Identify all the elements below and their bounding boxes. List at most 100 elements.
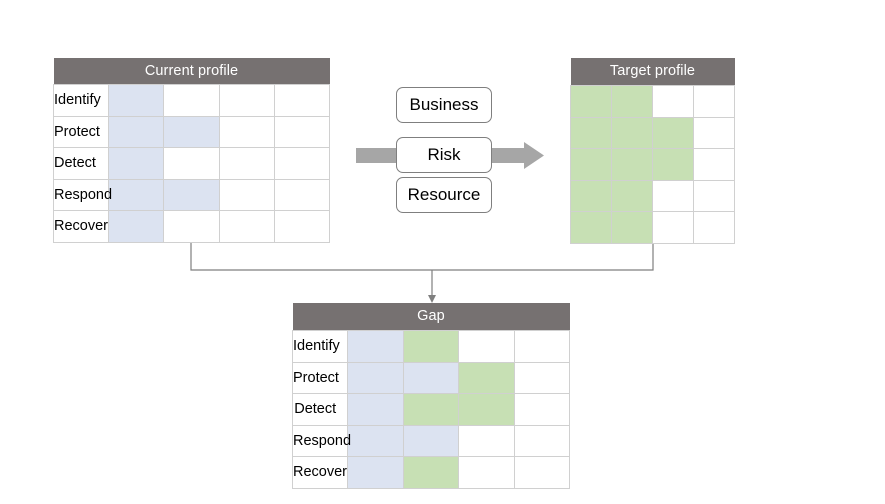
gap-cell-r1c2[interactable] — [402, 330, 460, 363]
gap-cell-r3c2[interactable] — [402, 393, 460, 426]
table-row: Detect — [52, 147, 331, 180]
target-cell-r4c1[interactable] — [570, 179, 612, 212]
table-row: Respond — [52, 178, 331, 211]
target-cell-r4c4[interactable] — [693, 179, 735, 212]
current-cell-r3c3[interactable] — [218, 147, 275, 180]
target-cell-r2c4[interactable] — [693, 116, 735, 149]
gap-row-label-protect: Protect — [291, 361, 349, 394]
table-row: Respond — [291, 424, 571, 457]
target-cell-r2c2[interactable] — [611, 116, 653, 149]
current-cell-r5c1[interactable] — [108, 210, 165, 243]
current-profile-header-row: Current profile — [53, 58, 330, 85]
gap-cell-r5c1[interactable] — [347, 456, 404, 489]
current-cell-r3c4[interactable] — [273, 147, 331, 180]
table-row: Detect — [291, 393, 571, 426]
gap-row-label-respond: Respond — [291, 424, 351, 457]
gap-cell-r3c3[interactable] — [458, 393, 515, 426]
current-cell-r3c2[interactable] — [163, 147, 220, 180]
current-cell-r2c1[interactable] — [108, 115, 165, 148]
table-row — [570, 211, 735, 244]
target-profile-title: Target profile — [570, 58, 735, 86]
gap-cell-r3c4[interactable] — [513, 393, 571, 426]
flow-box-risk[interactable]: Risk — [396, 137, 492, 173]
gap-cell-r4c4[interactable] — [513, 424, 571, 457]
target-cell-r2c1[interactable] — [570, 116, 612, 149]
target-cell-r4c3[interactable] — [652, 179, 694, 212]
target-cell-r1c2[interactable] — [611, 85, 653, 118]
table-row: Protect — [52, 115, 331, 148]
current-cell-r4c1[interactable] — [108, 178, 165, 211]
target-cell-r1c3[interactable] — [652, 85, 694, 118]
gap-cell-r4c1[interactable] — [347, 424, 404, 457]
target-cell-r5c3[interactable] — [652, 211, 694, 244]
table-row: Recover — [52, 210, 331, 243]
gap-cell-r1c3[interactable] — [458, 330, 515, 363]
target-cell-r5c1[interactable] — [570, 211, 612, 244]
target-cell-r3c2[interactable] — [611, 148, 653, 181]
connector-arrowhead — [428, 295, 436, 303]
target-cell-r3c3[interactable] — [652, 148, 694, 181]
gap-cell-r5c2[interactable] — [402, 456, 460, 489]
target-profile-body — [570, 85, 735, 244]
table-row — [570, 148, 735, 181]
gap-cell-r2c1[interactable] — [347, 361, 404, 394]
gap-cell-r1c4[interactable] — [513, 330, 571, 363]
gap-cell-r2c2[interactable] — [402, 361, 460, 394]
gap-cell-r4c2[interactable] — [402, 424, 460, 457]
table-row: Identify — [52, 84, 331, 117]
current-cell-r2c4[interactable] — [273, 115, 331, 148]
flow-box-business[interactable]: Business — [396, 87, 492, 123]
table-row: Protect — [291, 361, 571, 394]
current-profile-body: Identify Protect Detect Re — [52, 84, 331, 243]
gap-cell-r3c1[interactable] — [347, 393, 404, 426]
current-cell-r4c2[interactable] — [163, 178, 220, 211]
gap-cell-r5c3[interactable] — [458, 456, 515, 489]
current-cell-r1c3[interactable] — [218, 84, 275, 117]
row-label-detect: Detect — [52, 147, 110, 180]
gap-row-label-recover: Recover — [291, 456, 349, 489]
target-cell-r1c4[interactable] — [693, 85, 735, 118]
target-cell-r3c4[interactable] — [693, 148, 735, 181]
gap-header-row: Gap — [292, 303, 570, 331]
current-cell-r1c4[interactable] — [273, 84, 331, 117]
target-cell-r3c1[interactable] — [570, 148, 612, 181]
gap-cell-r1c1[interactable] — [347, 330, 404, 363]
table-row — [570, 179, 735, 212]
gap-cell-r2c4[interactable] — [513, 361, 571, 394]
target-profile-header-row: Target profile — [570, 58, 735, 86]
table-row: Recover — [291, 456, 571, 489]
current-cell-r2c3[interactable] — [218, 115, 275, 148]
table-row: Identify — [291, 330, 571, 363]
current-cell-r3c1[interactable] — [108, 147, 165, 180]
target-cell-r1c1[interactable] — [570, 85, 612, 118]
current-profile-title: Current profile — [53, 58, 330, 85]
current-cell-r4c4[interactable] — [273, 178, 331, 211]
gap-cell-r2c3[interactable] — [458, 361, 515, 394]
gap-table: Gap Identify Protect Detect — [291, 303, 571, 489]
gap-cell-r5c4[interactable] — [513, 456, 571, 489]
current-cell-r4c3[interactable] — [218, 178, 275, 211]
table-row — [570, 116, 735, 149]
row-label-identify: Identify — [52, 84, 110, 117]
gap-row-label-detect: Detect — [291, 393, 349, 426]
current-cell-r5c4[interactable] — [273, 210, 331, 243]
gap-title: Gap — [292, 303, 570, 331]
target-cell-r4c2[interactable] — [611, 179, 653, 212]
flow-box-resource[interactable]: Resource — [396, 177, 492, 213]
target-cell-r5c4[interactable] — [693, 211, 735, 244]
current-cell-r5c3[interactable] — [218, 210, 275, 243]
target-cell-r2c3[interactable] — [652, 116, 694, 149]
target-profile-table: Target profile — [570, 58, 735, 244]
current-profile-table: Current profile Identify Protect Detect — [52, 58, 331, 243]
row-label-recover: Recover — [52, 210, 110, 243]
current-cell-r1c1[interactable] — [108, 84, 165, 117]
gap-cell-r4c3[interactable] — [458, 424, 515, 457]
gap-row-label-identify: Identify — [291, 330, 349, 363]
target-cell-r5c2[interactable] — [611, 211, 653, 244]
gap-body: Identify Protect Detect Re — [291, 330, 571, 489]
current-cell-r5c2[interactable] — [163, 210, 220, 243]
current-cell-r1c2[interactable] — [163, 84, 220, 117]
current-cell-r2c2[interactable] — [163, 115, 220, 148]
table-row — [570, 85, 735, 118]
